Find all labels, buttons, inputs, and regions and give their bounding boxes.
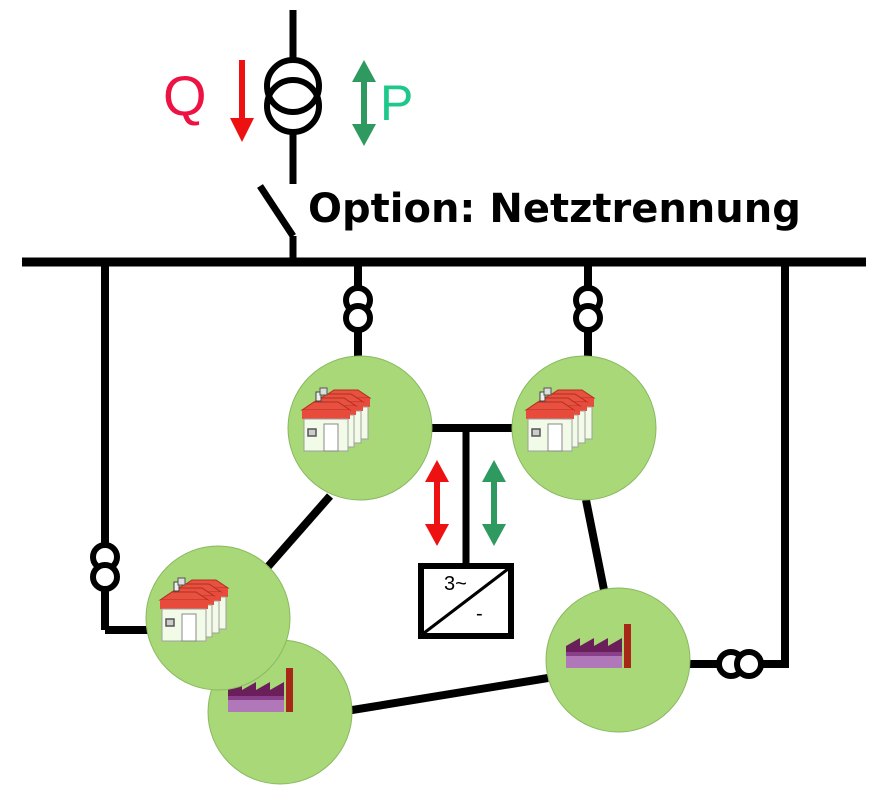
option-label: Option: Netztrennung [308, 186, 801, 232]
active-power-arrow [352, 60, 376, 146]
converter-ac-label: 3~ [444, 573, 467, 595]
transformer-icon [716, 649, 764, 679]
active-power-arrow [482, 460, 506, 546]
active-power-label: P [380, 75, 414, 131]
link-line-1 [254, 493, 334, 581]
reactive-power-label: Q [163, 64, 207, 127]
transformer-icon [264, 57, 322, 135]
houses-icon [511, 355, 657, 501]
reactive-power-arrow [425, 460, 449, 546]
factory-icon [545, 587, 691, 733]
converter-dc-label: - [476, 603, 483, 625]
reactive-power-arrow [230, 60, 254, 142]
switch-icon [257, 184, 296, 238]
houses-icon [145, 545, 291, 691]
transformer-icon [343, 285, 373, 333]
inverter-icon [418, 563, 514, 639]
transformer-icon [90, 542, 120, 592]
link-line-4 [339, 674, 549, 716]
link-line-3 [582, 499, 609, 596]
transformer-icon [573, 285, 603, 333]
houses-icon [287, 355, 433, 501]
